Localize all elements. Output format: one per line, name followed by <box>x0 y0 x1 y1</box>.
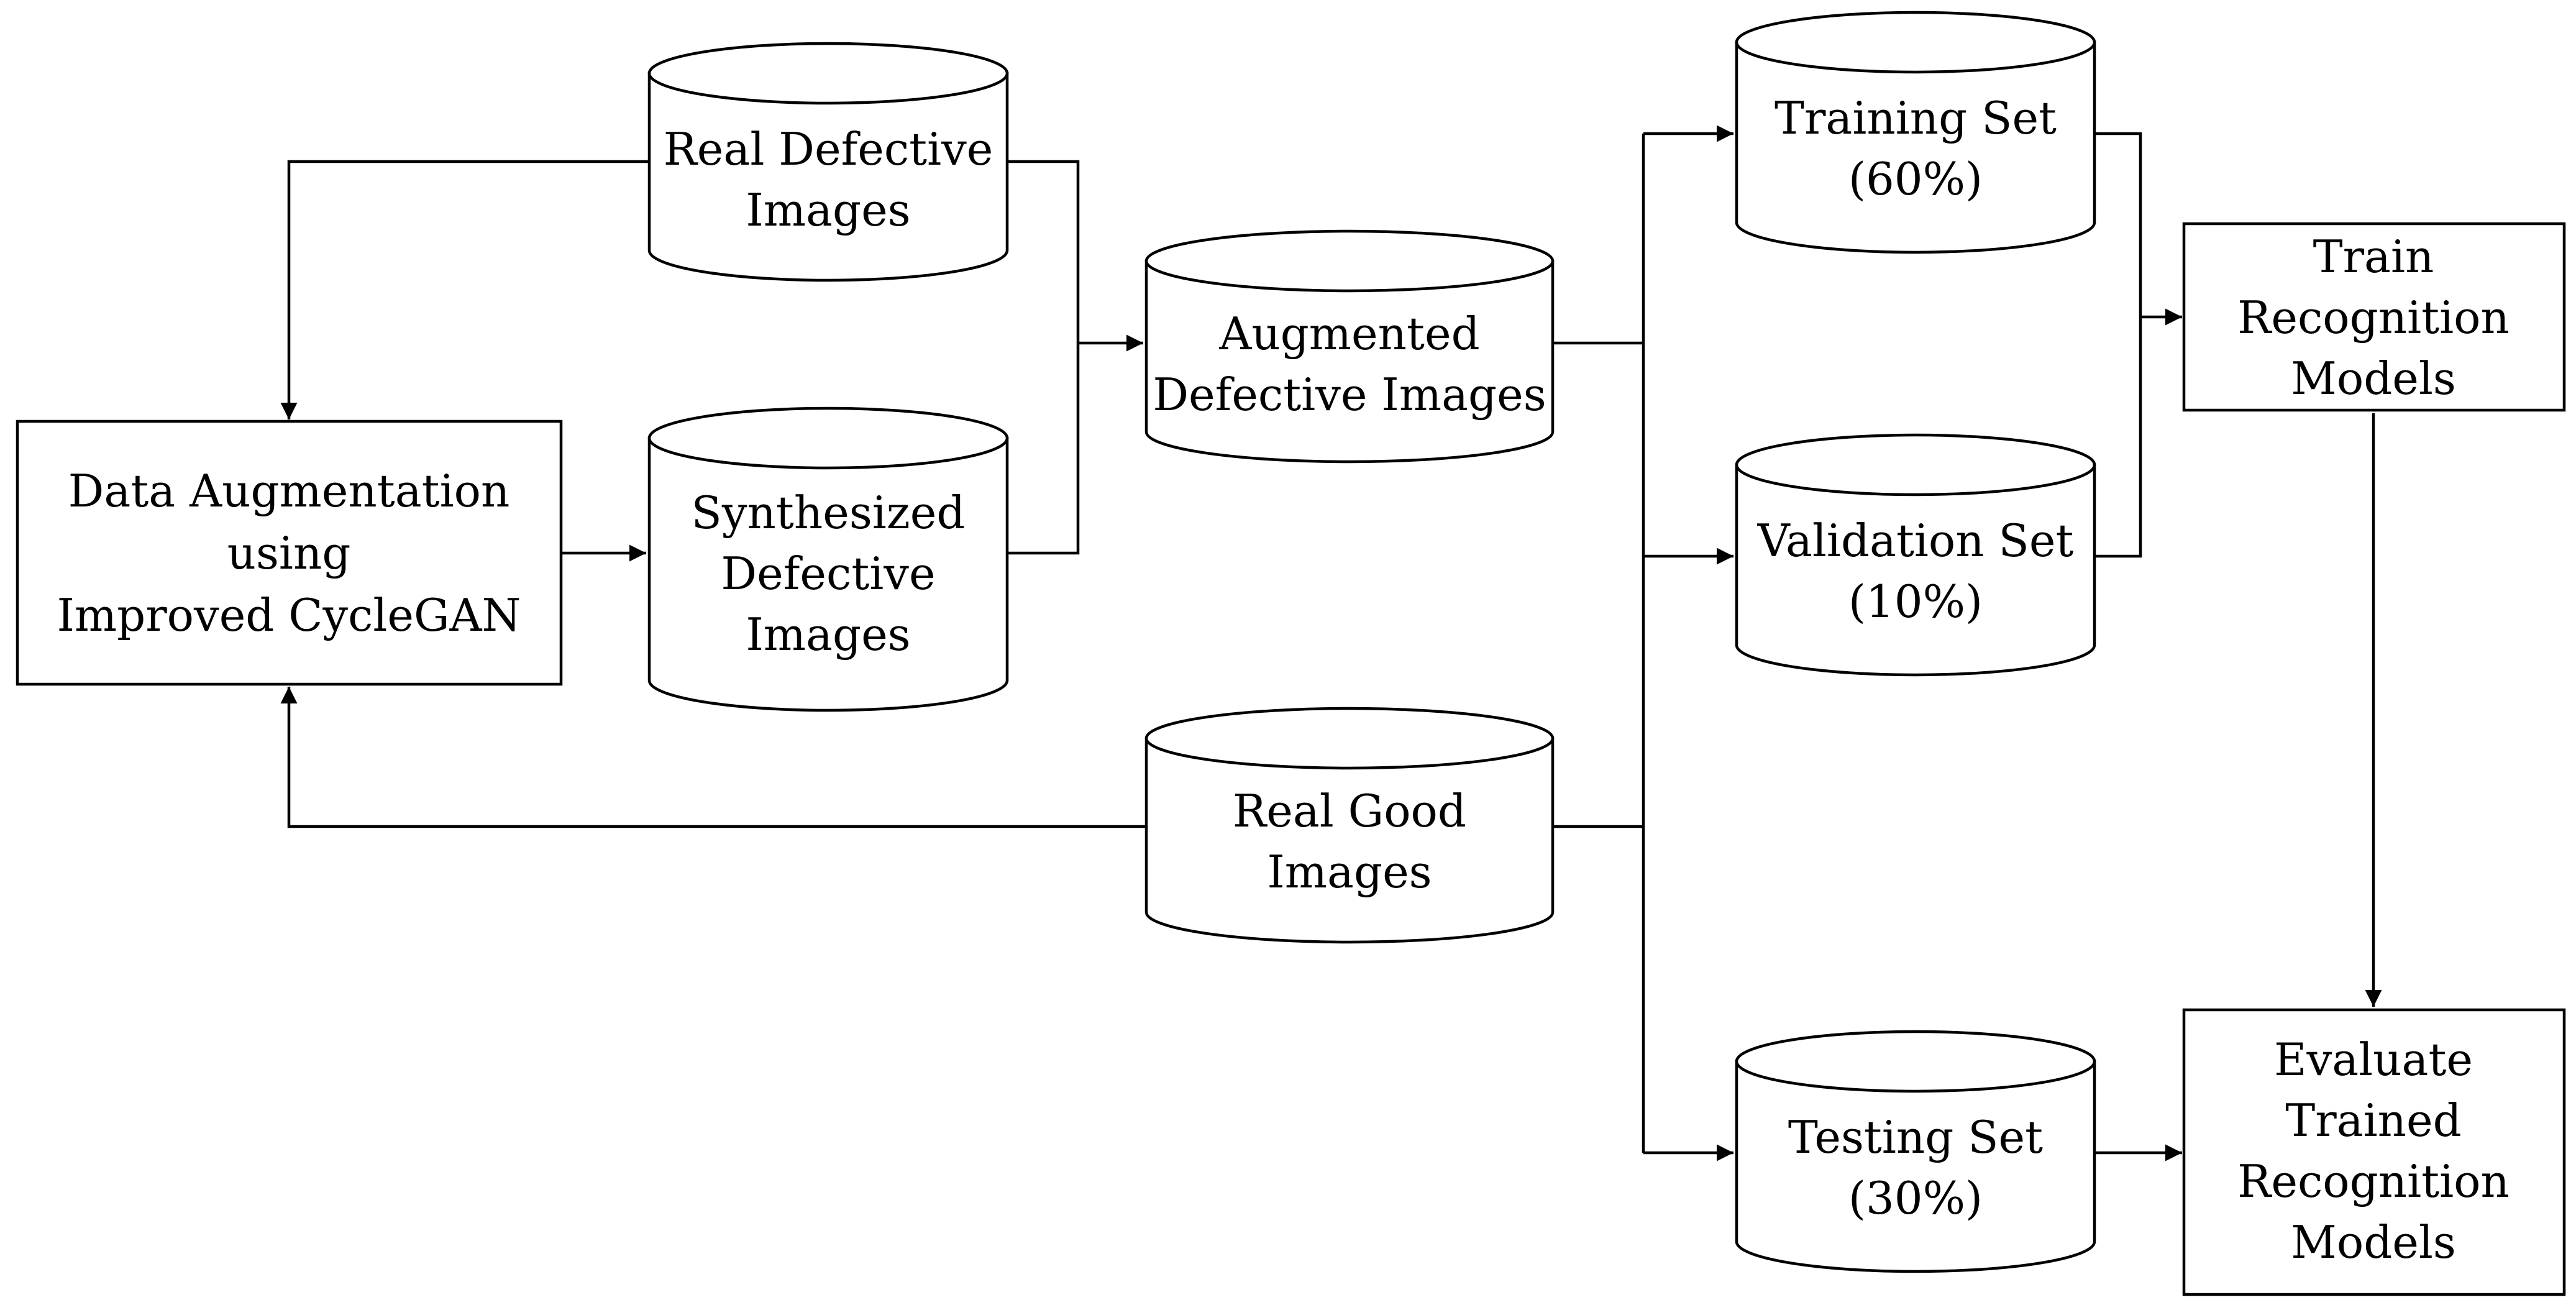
node-train-line-2: Recognition <box>2237 291 2510 344</box>
node-evaluate-line-2: Trained <box>2285 1094 2461 1147</box>
node-real-defective-line-1: Real Defective <box>664 123 993 175</box>
node-testing-set: Testing Set (30%) <box>1735 1030 2096 1273</box>
node-real-good-line-2: Images <box>1267 846 1432 898</box>
node-train-recognition-models: Train Recognition Models <box>2182 222 2566 412</box>
edge-training-to-merge <box>2095 132 2142 317</box>
node-validation-line-1: Validation Set <box>1757 515 2074 567</box>
node-synthesized-defective-images: Synthesized Defective Images <box>647 406 1009 712</box>
edge-real-defective-to-augmentation <box>280 160 649 419</box>
node-augmented-line-1: Augmented <box>1218 308 1479 360</box>
node-synthesized-line-3: Images <box>746 608 910 661</box>
edge-real-good-to-augmentation <box>280 687 1146 828</box>
node-validation-set: Validation Set (10%) <box>1735 433 2096 677</box>
node-evaluate-recognition-models: Evaluate Trained Recognition Models <box>2182 1008 2566 1296</box>
node-evaluate-line-4: Models <box>2291 1216 2456 1268</box>
node-train-line-1: Train <box>2313 231 2434 283</box>
node-real-good-images: Real Good Images <box>1144 707 1555 944</box>
node-real-good-line-1: Real Good <box>1233 785 1466 837</box>
node-real-defective-images: Real Defective Images <box>647 42 1009 282</box>
edge-real-defective-to-merge <box>1008 160 1080 343</box>
node-data-augmentation-line-2: using <box>227 527 351 579</box>
node-training-line-2: (60%) <box>1848 153 1983 205</box>
node-data-augmentation: Data Augmentation using Improved CycleGA… <box>16 419 563 686</box>
node-data-augmentation-line-3: Improved CycleGAN <box>57 589 521 641</box>
node-augmented-defective-images: Augmented Defective Images <box>1144 229 1555 464</box>
edge-validation-to-merge <box>2095 317 2142 558</box>
node-evaluate-line-1: Evaluate <box>2274 1033 2473 1086</box>
connector-layer <box>280 125 2382 1161</box>
node-testing-line-1: Testing Set <box>1788 1111 2043 1163</box>
node-testing-line-2: (30%) <box>1848 1172 1983 1224</box>
node-training-line-1: Training Set <box>1774 92 2057 144</box>
node-real-defective-line-2: Images <box>746 184 910 236</box>
node-training-set: Training Set (60%) <box>1735 11 2096 254</box>
node-synthesized-line-1: Synthesized <box>692 487 966 539</box>
node-validation-line-2: (10%) <box>1848 575 1983 628</box>
node-synthesized-line-2: Defective <box>721 547 935 600</box>
node-layer: Data Augmentation using Improved CycleGA… <box>16 11 2566 1296</box>
node-data-augmentation-line-1: Data Augmentation <box>68 465 510 517</box>
node-augmented-line-2: Defective Images <box>1153 369 1546 421</box>
node-train-line-3: Models <box>2291 352 2456 405</box>
edge-synthesized-to-merge <box>1008 343 1080 555</box>
node-evaluate-line-3: Recognition <box>2237 1155 2510 1207</box>
